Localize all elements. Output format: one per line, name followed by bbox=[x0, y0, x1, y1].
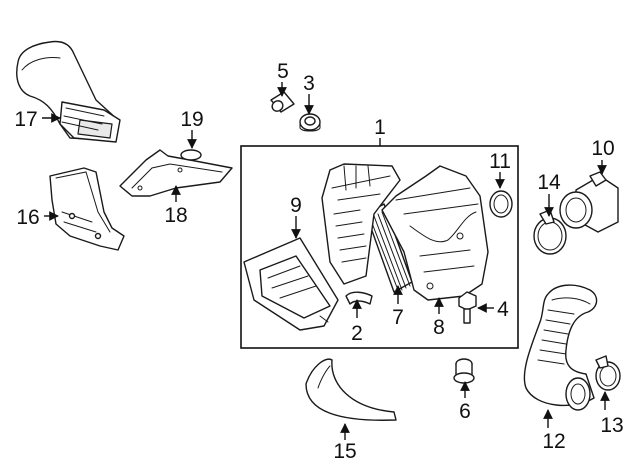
callout-8: 8 bbox=[433, 316, 445, 339]
callout-10: 10 bbox=[591, 137, 614, 160]
callout-14: 14 bbox=[537, 171, 561, 194]
mount-part[interactable] bbox=[453, 358, 475, 384]
callout-13: 13 bbox=[600, 414, 623, 437]
callout-9: 9 bbox=[290, 194, 302, 217]
callout-3: 3 bbox=[303, 72, 315, 95]
grommet-part[interactable] bbox=[299, 113, 321, 132]
callout-6: 6 bbox=[459, 400, 471, 423]
pin-part[interactable] bbox=[270, 91, 295, 113]
callout-11: 11 bbox=[489, 150, 511, 173]
air-deflector-part[interactable] bbox=[49, 167, 125, 251]
callout-12: 12 bbox=[542, 430, 565, 453]
bolt-part[interactable] bbox=[458, 291, 477, 324]
air-flow-sensor-part[interactable] bbox=[559, 171, 619, 233]
grommet-ring-part[interactable] bbox=[180, 149, 202, 161]
leader-lines bbox=[42, 82, 610, 440]
callout-2: 2 bbox=[351, 322, 363, 345]
intake-tray-part[interactable] bbox=[243, 237, 339, 331]
callout-5: 5 bbox=[277, 60, 289, 83]
housing-cover-part[interactable] bbox=[321, 163, 401, 285]
callout-1: 1 bbox=[374, 116, 386, 139]
callout-17: 17 bbox=[14, 108, 37, 131]
lower-housing-part[interactable] bbox=[381, 165, 489, 301]
callout-15: 15 bbox=[333, 440, 356, 463]
callout-labels: 1 2 3 4 5 6 7 8 9 10 11 12 13 14 15 16 1… bbox=[14, 60, 623, 463]
hose-clamp-lower-part[interactable] bbox=[595, 355, 621, 391]
callout-19: 19 bbox=[180, 108, 203, 131]
callout-7: 7 bbox=[392, 306, 404, 329]
heat-shield-part[interactable] bbox=[119, 149, 233, 197]
air-intake-duct-part[interactable] bbox=[16, 40, 121, 143]
hose-strip-part[interactable] bbox=[305, 358, 397, 421]
intake-hose-part[interactable] bbox=[523, 284, 598, 411]
clip-part[interactable] bbox=[345, 291, 373, 305]
callout-16: 16 bbox=[16, 206, 39, 229]
callout-4: 4 bbox=[497, 298, 509, 321]
o-ring-part[interactable] bbox=[489, 190, 513, 218]
callout-18: 18 bbox=[164, 204, 187, 227]
